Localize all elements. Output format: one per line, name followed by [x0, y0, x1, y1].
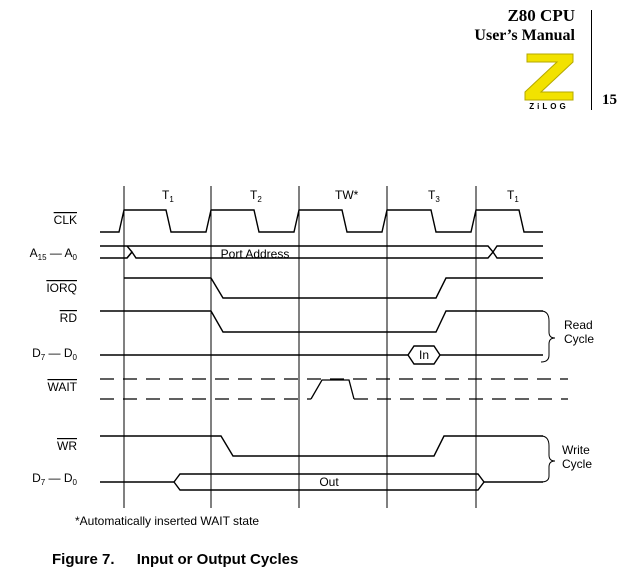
timing-diagram: T1 T2 TW* T3 T1 CLK A15 — A0 IORQ RD D7 …: [30, 186, 594, 508]
signal-label-clk: CLK: [54, 213, 77, 227]
signal-label-rd: RD: [60, 311, 78, 325]
address-bus-label: Port Address: [221, 247, 290, 261]
clk-waveform: [100, 209, 543, 233]
signal-label-wait: WAIT: [47, 380, 77, 394]
address-bus-lower: [100, 250, 543, 259]
signal-label-address: A15 — A0: [30, 246, 78, 262]
read-cycle-brace: [540, 310, 556, 363]
state-label-tw: TW*: [335, 188, 359, 202]
zilog-wordmark: ZiLOG: [529, 102, 568, 110]
zilog-z-mark: [524, 53, 574, 101]
page-number: 15: [602, 92, 617, 108]
signal-label-wr: WR: [57, 439, 77, 453]
zilog-logo: ZiLOG: [524, 53, 574, 110]
write-group-label-line2: Cycle: [562, 457, 592, 471]
footnote: *Automatically inserted WAIT state: [75, 514, 260, 528]
signal-label-iorq: IORQ: [46, 281, 77, 295]
rd-waveform: [100, 310, 543, 333]
manual-subtitle: User’s Manual: [474, 27, 575, 44]
state-label-t3: T3: [428, 188, 440, 204]
write-group-label-line1: Write: [562, 443, 590, 457]
write-cycle-brace: [540, 435, 556, 483]
manual-title: Z80 CPU: [507, 6, 575, 25]
figure-caption: Figure 7. Input or Output Cycles: [52, 551, 316, 568]
state-label-t1-next: T1: [507, 188, 519, 204]
signal-label-data-write: D7 — D0: [32, 471, 77, 487]
data-out-label: Out: [319, 475, 339, 489]
state-label-t2: T2: [250, 188, 262, 204]
wait-pulse: [310, 379, 355, 400]
header-divider: [591, 10, 592, 110]
read-group-label-line1: Read: [564, 318, 593, 332]
data-in-label: In: [419, 348, 429, 362]
address-bus-upper: [100, 245, 543, 254]
signal-label-data-read: D7 — D0: [32, 346, 77, 362]
figure-number: Figure 7.: [52, 551, 115, 568]
address-bus-tail-upper: [126, 245, 133, 253]
state-label-t1: T1: [162, 188, 174, 204]
read-group-label-line2: Cycle: [564, 332, 594, 346]
state-labels: T1 T2 TW* T3 T1: [162, 188, 519, 204]
wr-waveform: [100, 435, 543, 457]
iorq-waveform: [124, 277, 543, 299]
address-bus-tail-lower: [126, 251, 133, 259]
figure-title: Input or Output Cycles: [136, 551, 299, 568]
